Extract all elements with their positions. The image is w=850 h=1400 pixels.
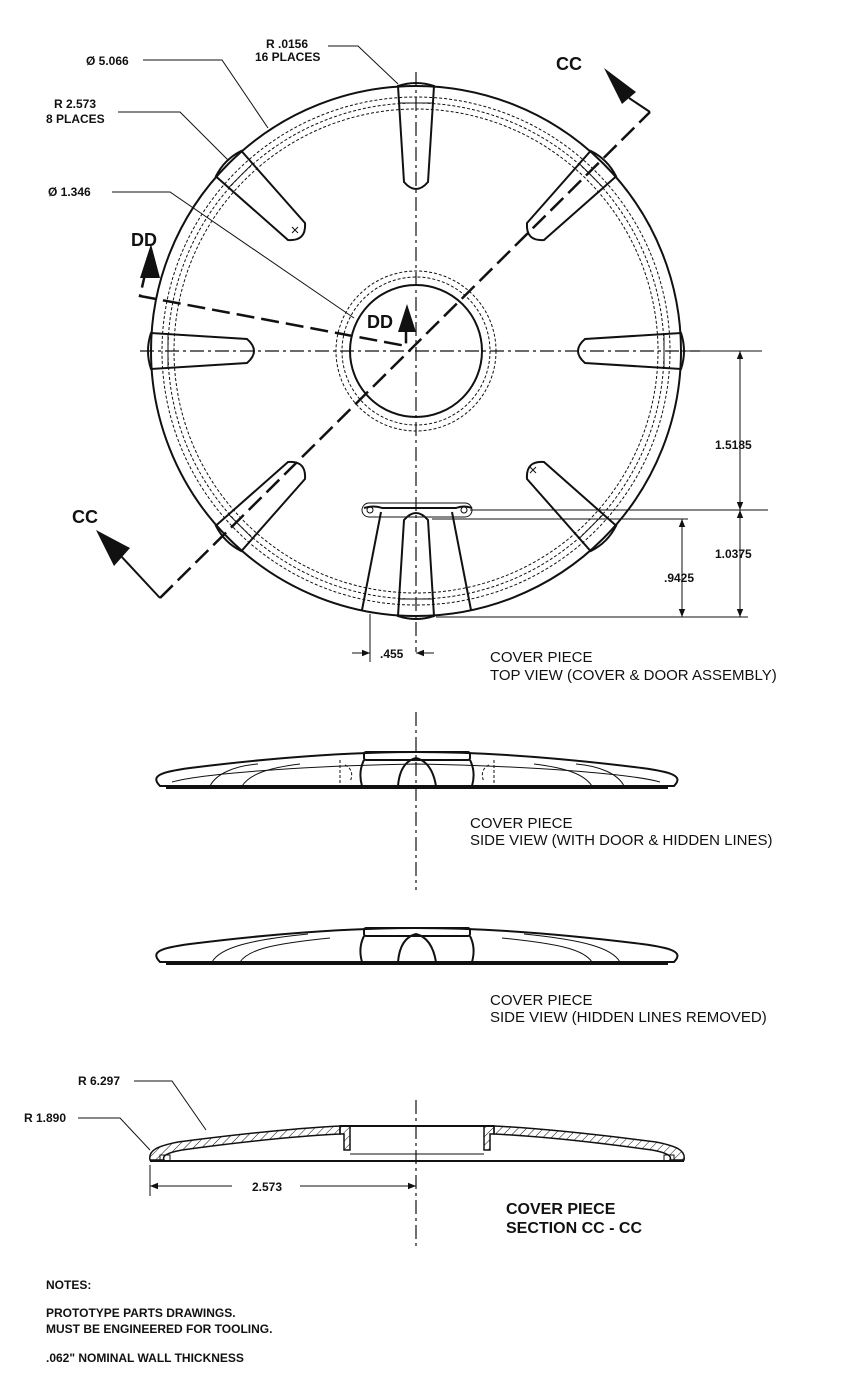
section-caption-1: COVER PIECE: [506, 1201, 616, 1218]
section-cc-label-bottom: CC: [72, 507, 98, 527]
notes-heading: NOTES:: [46, 1278, 91, 1292]
side-hidden-caption-1: COVER PIECE: [470, 815, 573, 832]
top-view: R .0156 16 PLACES Ø 5.066 R 2.573 8 PLAC…: [46, 37, 777, 684]
notes-line-3: .062" NOMINAL WALL THICKNESS: [46, 1351, 244, 1365]
section-cc-arrow-top: [604, 68, 636, 104]
dim-r1890: R 1.890: [24, 1111, 66, 1125]
notes-line-1: PROTOTYPE PARTS DRAWINGS.: [46, 1306, 236, 1320]
side-hidden-caption-2: SIDE VIEW (WITH DOOR & HIDDEN LINES): [470, 832, 773, 849]
side-view-hidden: COVER PIECE SIDE VIEW (WITH DOOR & HIDDE…: [155, 712, 773, 890]
section-cc-label-top: CC: [556, 54, 582, 74]
section-caption-2: SECTION CC - CC: [506, 1220, 642, 1237]
top-view-caption-2: TOP VIEW (COVER & DOOR ASSEMBLY): [490, 667, 777, 684]
dim-tip-radius: R .0156: [266, 37, 308, 51]
rib: [214, 460, 307, 553]
section-wall-left: [149, 1125, 341, 1161]
section-dd-label-center: DD: [367, 312, 393, 332]
dim-id-dia: Ø 1.346: [48, 185, 91, 199]
dims-right: [432, 350, 768, 618]
dim-od-dia: Ø 5.066: [86, 54, 129, 68]
leaders: [112, 45, 399, 319]
section-cc-line: [159, 111, 651, 599]
notes-line-2: MUST BE ENGINEERED FOR TOOLING.: [46, 1322, 272, 1336]
rib: [214, 149, 307, 242]
notes: NOTES: PROTOTYPE PARTS DRAWINGS. MUST BE…: [46, 1278, 272, 1365]
dim-2573-label: 2.573: [252, 1180, 282, 1194]
top-view-caption-1: COVER PIECE: [490, 649, 593, 666]
dim-10375: 1.0375: [715, 547, 752, 561]
dim-rib-radius-count: 8 PLACES: [46, 112, 105, 126]
dim-15185: 1.5185: [715, 438, 752, 452]
dim-rib-radius: R 2.573: [54, 97, 96, 111]
section-view: R 6.297 R 1.890 2.573 COVER PIECE SECTIO…: [24, 1074, 685, 1250]
rib: [577, 331, 685, 371]
door: [361, 502, 473, 611]
rib: [525, 149, 618, 242]
dim-455: [352, 614, 434, 662]
section-dd-label-left: DD: [131, 230, 157, 250]
dim-tip-radius-count: 16 PLACES: [255, 50, 320, 64]
side-view-removed: COVER PIECE SIDE VIEW (HIDDEN LINES REMO…: [155, 926, 767, 1026]
side-removed-caption-1: COVER PIECE: [490, 992, 593, 1009]
leader-r1890: [78, 1117, 151, 1151]
dim-0455: .455: [380, 647, 404, 661]
dim-09425: .9425: [664, 571, 694, 585]
rib-tip-marks: [291, 226, 537, 474]
section-dd-arrow-left: [140, 244, 160, 278]
dim-r6297: R 6.297: [78, 1074, 120, 1088]
section-dd-arrow-center: [398, 304, 416, 332]
section-wall-right: [493, 1125, 685, 1161]
leader-r6297: [134, 1080, 207, 1131]
dim-2573: [149, 1165, 416, 1196]
side-removed-caption-2: SIDE VIEW (HIDDEN LINES REMOVED): [490, 1009, 767, 1026]
